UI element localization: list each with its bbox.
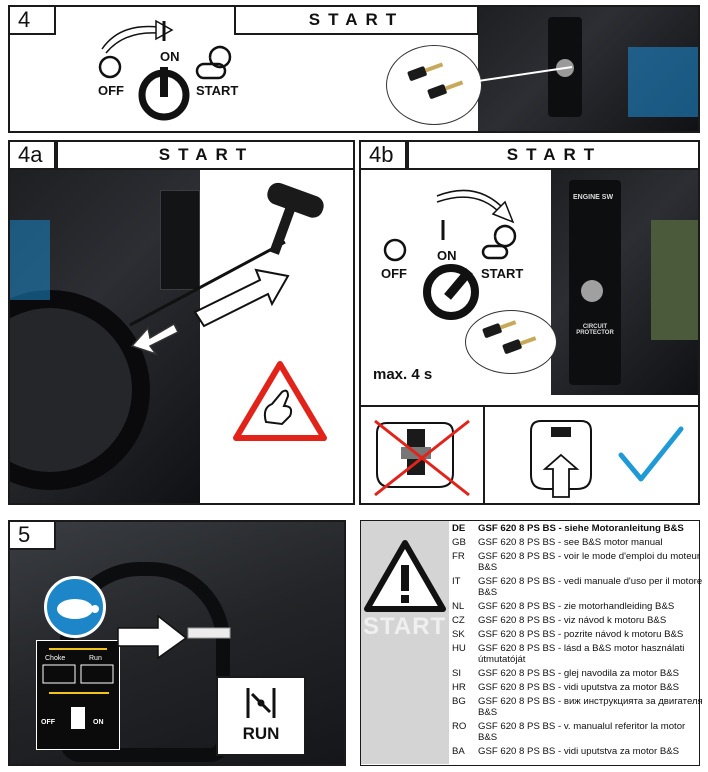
instruction-row: IT GSF 620 8 PS BS - vedi manuale d'uso p… — [452, 576, 704, 598]
language-code: GB — [452, 537, 466, 548]
pull-handle-illustration — [129, 182, 324, 356]
instruction-row: SI GSF 620 8 PS BS - glej navodila za mot… — [452, 668, 704, 679]
label-start: START — [196, 83, 238, 98]
step-title: START — [407, 142, 698, 170]
instruction-row: CZ GSF 620 8 PS BS - viz návod k motoru B… — [452, 615, 704, 626]
language-code: DE — [452, 523, 466, 534]
engine-switch-photo: ENGINE SW CIRCUIT PROTECTOR — [551, 170, 698, 395]
instruction-text: GSF 620 8 PS BS - vedi manuale d'uso per… — [478, 576, 703, 598]
engine-switch-photo — [478, 7, 698, 131]
choke-decal: Choke Run OFF ON — [36, 640, 120, 750]
panel-step-4: 4 START ON OFF START — [8, 5, 700, 133]
language-code: CZ — [452, 615, 465, 626]
wrong-box — [361, 405, 485, 503]
language-code: BG — [452, 696, 466, 707]
step-number: 4b — [361, 142, 407, 170]
warning-triangle-icon — [364, 540, 446, 612]
instruction-row: GB GSF 620 8 PS BS - see B&S motor manual — [452, 537, 704, 548]
key-icon — [407, 62, 464, 99]
instruction-row: RO GSF 620 8 PS BS - v. manualul referito… — [452, 721, 704, 743]
run-indicator-box: RUN — [216, 676, 306, 756]
instruction-text: GSF 620 8 PS BS - voir le mode d'emploi … — [478, 551, 701, 573]
wrong-breaker-icon — [374, 419, 470, 497]
language-code: NL — [452, 601, 465, 612]
instruction-row: BA GSF 620 8 PS BS - vidi uputstva za mot… — [452, 746, 704, 757]
language-code: HU — [452, 643, 466, 654]
run-symbol-icon — [246, 688, 276, 718]
language-code: SK — [452, 629, 465, 640]
checkmark-icon — [618, 426, 684, 482]
key-switch-diagram — [98, 19, 232, 121]
run-label: RUN — [242, 724, 280, 743]
instruction-text: GSF 620 8 PS BS - v. manualul referitor … — [478, 721, 686, 743]
label-off: OFF — [381, 266, 407, 281]
key-icon — [482, 320, 537, 354]
pull-arrow — [193, 268, 290, 328]
language-code: FR — [452, 551, 465, 562]
step-number: 5 — [10, 522, 56, 550]
key-switch-labels: ON OFF START — [98, 49, 238, 98]
label-on: ON — [160, 49, 180, 64]
step-number: 4 — [10, 7, 56, 35]
step-number: 4a — [10, 142, 56, 170]
engine-sw-label: ENGINE SW — [573, 194, 614, 201]
instruction-text: GSF 620 8 PS BS - виж инструкцията за дв… — [478, 696, 703, 718]
language-code: IT — [452, 576, 461, 587]
panel-step-5: 5 Choke Run OFF ON RUN — [8, 520, 346, 766]
on-label: ON — [93, 719, 104, 726]
instruction-text: GSF 620 8 PS BS - zie motorhandleiding B… — [478, 601, 675, 612]
slow-turtle-icon — [44, 576, 106, 638]
circuit-protector-label: CIRCUIT PROTECTOR — [576, 324, 614, 336]
instruction-text: GSF 620 8 PS BS - see B&S motor manual — [478, 537, 663, 548]
lever-arrow — [117, 614, 231, 660]
instruction-row: DE GSF 620 8 PS BS - siehe Motoranleitung… — [452, 523, 704, 534]
language-code: SI — [452, 668, 462, 679]
label-on: ON — [437, 248, 457, 263]
label-off: OFF — [98, 83, 124, 98]
label-start: START — [481, 266, 523, 281]
instruction-text: GSF 620 8 PS BS - vidi uputstva za motor… — [478, 746, 680, 757]
language-code: HR — [452, 682, 466, 693]
correct-box — [485, 405, 698, 503]
instruction-text: GSF 620 8 PS BS - vidi uputstva za motor… — [478, 682, 680, 693]
correct-breaker-icon — [530, 420, 684, 498]
step-title: START — [234, 7, 479, 35]
duration-label: max. 4 s — [373, 366, 433, 383]
instruction-text: GSF 620 8 PS BS - pozrite návod k motoru… — [478, 629, 684, 640]
instruction-text: GSF 620 8 PS BS - siehe Motoranleitung B… — [478, 523, 684, 534]
warning-sidebar: START — [361, 521, 449, 764]
instruction-row: FR GSF 620 8 PS BS - voir le mode d'emplo… — [452, 551, 704, 573]
language-code: BA — [452, 746, 465, 757]
step-title: START — [56, 142, 353, 170]
key-switch-diagram: ON OFF START — [381, 189, 523, 320]
instruction-row: BG GSF 620 8 PS BS - виж инструкцията за … — [452, 696, 704, 718]
instruction-row: SK GSF 620 8 PS BS - pozrite návod k moto… — [452, 629, 704, 640]
hand-injury-warning-icon — [233, 361, 327, 441]
instruction-row: HR GSF 620 8 PS BS - vidi uputstva za mot… — [452, 682, 704, 693]
instruction-text: GSF 620 8 PS BS - viz návod k motoru B&S — [478, 615, 667, 626]
choke-label: Choke — [45, 655, 66, 662]
instruction-text: GSF 620 8 PS BS - lásd a B&S motor haszn… — [478, 643, 685, 665]
panel-step-4a: 4a START — [8, 140, 355, 505]
off-label: OFF — [41, 719, 55, 726]
instruction-row: HU GSF 620 8 PS BS - lásd a B&S motor has… — [452, 643, 704, 665]
panel-warning: START — [360, 520, 700, 766]
panel-step-4b: 4b START ON OFF START max. 4 s ENGINE SW… — [359, 140, 700, 505]
language-code: RO — [452, 721, 467, 732]
watermark-start: START — [363, 613, 447, 640]
instruction-row: NL GSF 620 8 PS BS - zie motorhandleiding… — [452, 601, 704, 612]
callout-pointer — [478, 66, 573, 82]
key-callout — [465, 310, 557, 374]
key-callout — [386, 45, 482, 125]
language-instructions-table: DE GSF 620 8 PS BS - siehe Motoranleitung… — [452, 523, 704, 760]
run-small-label: Run — [89, 655, 102, 662]
instruction-text: GSF 620 8 PS BS - glej navodila za motor… — [478, 668, 680, 679]
